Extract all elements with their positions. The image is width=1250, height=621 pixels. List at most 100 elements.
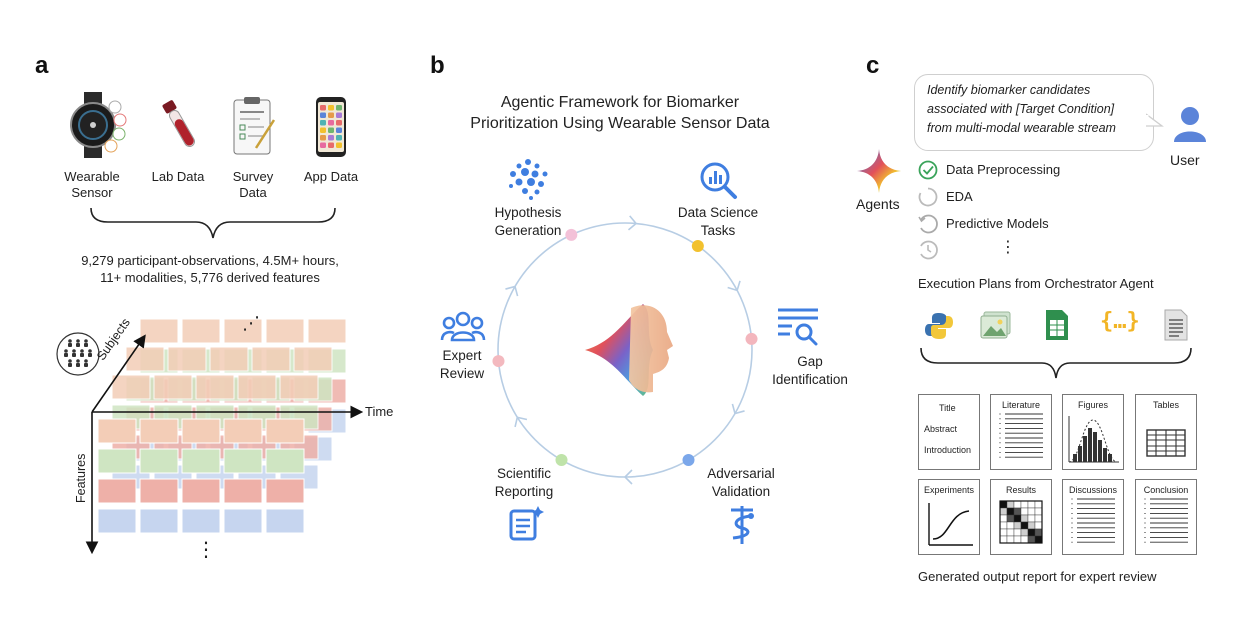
- dot-scientific: [555, 453, 568, 466]
- card-experiments-title: Experiments: [923, 485, 975, 495]
- source-label-lab: Lab Data: [151, 169, 205, 184]
- discussions-lines: [1071, 498, 1115, 543]
- dot-expert: [492, 355, 505, 368]
- history-icon: [920, 240, 938, 260]
- cycle-arrowhead: [514, 416, 528, 428]
- panel-b-letter: b: [430, 52, 445, 79]
- user-icon: [1174, 107, 1206, 142]
- caduceus-icon: [731, 506, 754, 544]
- ai-head-icon: [585, 304, 673, 396]
- execution-plans-label: Execution Plans from Orchestrator Agent: [918, 276, 1154, 291]
- steps-ellipsis: ⋮: [1000, 239, 1016, 256]
- step-data-preprocessing: Data Preprocessing: [946, 162, 1061, 177]
- list-search-icon: [778, 308, 818, 346]
- python-icon: [925, 313, 953, 339]
- bubble-tail: [1146, 113, 1164, 127]
- report-card-title: Title Abstract Introduction: [918, 394, 980, 470]
- node-label-data-science: Data Science Tasks: [677, 205, 759, 238]
- dataset-stats: 9,279 participant-observations, 4.5M+ ho…: [40, 252, 380, 286]
- report-card-experiments: Experiments: [918, 479, 980, 555]
- axis-features-label: Features: [74, 453, 88, 503]
- table-icon: [1146, 429, 1186, 457]
- node-label-adversarial: Adversarial Validation: [707, 466, 775, 499]
- card-figures-title: Figures: [1077, 400, 1108, 410]
- dot-gap: [745, 332, 758, 345]
- loading-circle-icon: [918, 187, 938, 207]
- tools-brace: [920, 347, 1192, 379]
- cycle-arrowhead: [505, 285, 519, 297]
- panel-a-letter: a: [35, 52, 49, 79]
- source-label-survey: Survey Data: [232, 169, 274, 200]
- matrix-icon: [999, 500, 1043, 544]
- smartwatch-icon: [64, 92, 130, 158]
- data-cube: [85, 318, 364, 555]
- stats-line-1: 9,279 participant-observations, 4.5M+ ho…: [81, 253, 339, 268]
- dot-adversarial: [682, 453, 695, 466]
- query-line-3: from multi-modal wearable stream: [927, 121, 1116, 135]
- stats-line-2: 11+ modalities, 5,776 derived features: [100, 270, 320, 285]
- panel-c-letter: c: [866, 52, 880, 79]
- conclusion-lines: [1144, 498, 1188, 543]
- workflow-cycle: [492, 215, 758, 485]
- report-card-literature: Literature: [990, 394, 1052, 470]
- card-tables-title: Tables: [1152, 400, 1179, 410]
- report-card-discussions: Discussions: [1062, 479, 1124, 555]
- document-sparkle-icon: [509, 506, 544, 541]
- json-icon: {…}: [1100, 309, 1140, 334]
- framework-title-line-1: Agentic Framework for Biomarker: [500, 94, 740, 111]
- source-label-wearable: Wearable Sensor: [64, 169, 120, 200]
- text-file-icon: [1164, 309, 1188, 341]
- clipboard-icon: [232, 96, 276, 156]
- report-card-conclusion: Conclusion: [1135, 479, 1197, 555]
- phone-icon: [315, 96, 347, 158]
- refresh-circle-icon: [918, 214, 938, 234]
- image-icon: [980, 311, 1011, 339]
- card-abstract-text: Abstract: [924, 424, 958, 434]
- dot-data-science: [691, 239, 704, 252]
- features-ellipsis: ⋮: [196, 539, 216, 561]
- axis-time-label: Time: [365, 404, 394, 419]
- card-literature-title: Literature: [1001, 400, 1041, 410]
- molecule-icon: [509, 159, 548, 200]
- report-card-results: Results: [990, 479, 1052, 555]
- query-line-2: associated with [Target Condition]: [927, 102, 1115, 116]
- cycle-arrowhead: [727, 280, 741, 292]
- card-conclusion-title: Conclusion: [1143, 485, 1189, 495]
- card-title-text: Title: [939, 403, 956, 413]
- step-eda: EDA: [946, 189, 973, 204]
- cycle-arrowhead: [627, 215, 638, 231]
- agents-label: Agents: [856, 196, 900, 212]
- subjects-people-icon: [55, 331, 101, 377]
- blood-tube-icon: [160, 97, 200, 153]
- sources-brace: [90, 207, 336, 239]
- report-card-tables: Tables: [1135, 394, 1197, 470]
- curve-plot-icon: [928, 503, 973, 546]
- report-card-figures: Figures: [1062, 394, 1124, 470]
- output-report-label: Generated output report for expert revie…: [918, 569, 1157, 584]
- card-results-title: Results: [1005, 485, 1036, 495]
- framework-title-line-2: Prioritization Using Wearable Sensor Dat…: [470, 115, 770, 132]
- spreadsheet-icon: [1046, 310, 1068, 340]
- node-label-scientific: Scientific Reporting: [494, 466, 554, 499]
- dot-hypothesis: [565, 228, 578, 241]
- data-search-icon: [700, 162, 737, 199]
- node-label-expert: Expert Review: [439, 348, 485, 381]
- framework-title: Agentic Framework for Biomarker Prioriti…: [440, 92, 800, 134]
- agents-sparkle-icon: [857, 149, 901, 193]
- group-icon: [440, 311, 486, 342]
- subjects-ellipsis: ⋰: [242, 313, 260, 333]
- node-label-hypothesis: Hypothesis Generation: [494, 205, 562, 238]
- query-line-1: Identify biomarker candidates: [927, 83, 1091, 97]
- node-label-gap: Gap Identification: [772, 354, 848, 387]
- check-circle-icon: [918, 160, 938, 180]
- cycle-arrowhead: [731, 403, 745, 415]
- card-discussions-title: Discussions: [1068, 485, 1117, 495]
- card-introduction-text: Introduction: [924, 445, 972, 455]
- user-label: User: [1170, 152, 1200, 168]
- user-query-bubble: Identify biomarker candidates associated…: [914, 74, 1154, 151]
- cycle-arrowhead: [623, 469, 633, 485]
- literature-lines: [999, 413, 1043, 458]
- histogram-icon: [1068, 416, 1119, 463]
- source-label-app: App Data: [303, 169, 359, 184]
- step-predictive-models: Predictive Models: [946, 216, 1049, 231]
